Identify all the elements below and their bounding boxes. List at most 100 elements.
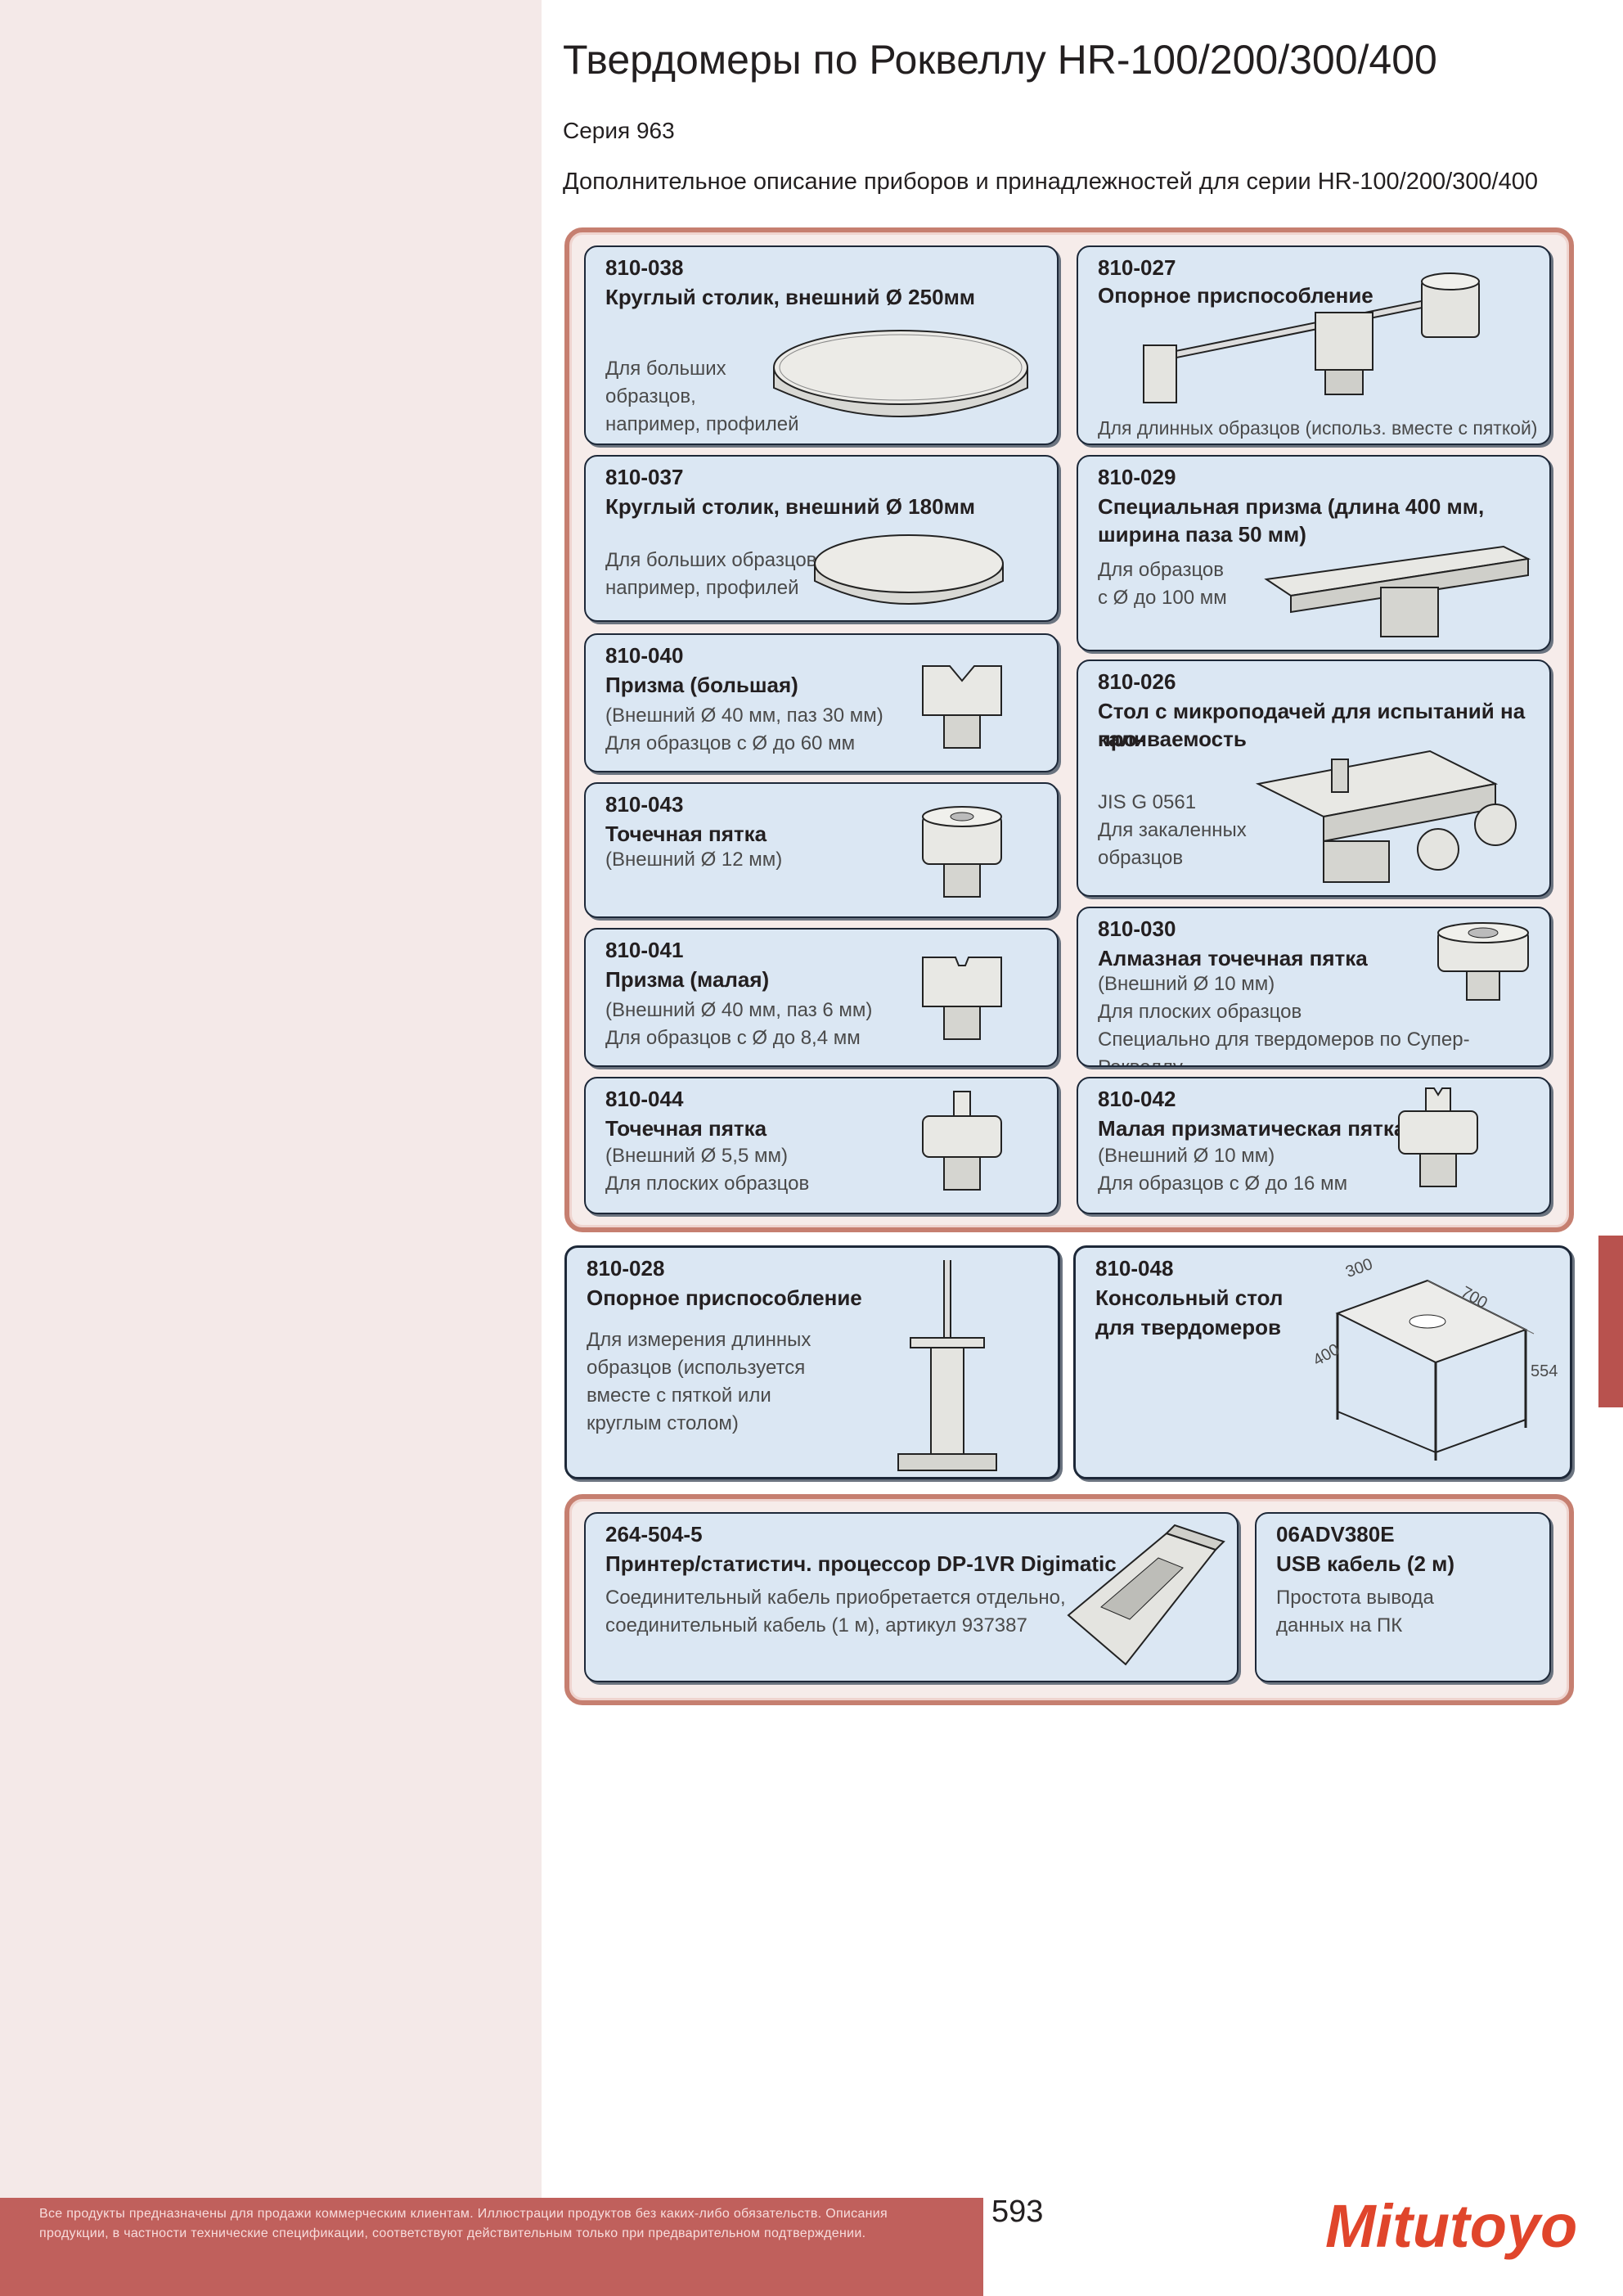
product-name: Опорное приспособление — [587, 1285, 862, 1310]
product-desc: например, профилей — [605, 577, 799, 599]
brand-text: Mitutoyo — [1325, 2192, 1577, 2260]
product-desc: Для образцов с Ø до 60 мм — [605, 732, 856, 754]
product-code: 810-043 — [605, 792, 684, 817]
support-fixture-icon — [1143, 272, 1480, 403]
product-desc: (Внешний Ø 5,5 мм) — [605, 1145, 788, 1167]
card-810-037: 810-037 Круглый столик, внешний Ø 180мм … — [584, 455, 1059, 622]
page-number: 593 — [991, 2195, 1044, 2229]
product-desc: Специально для твердомеров по Супер-Рокв… — [1098, 1029, 1470, 1065]
product-name: Точечная пятка — [605, 1116, 767, 1141]
product-name: Круглый столик, внешний Ø 250мм — [605, 285, 976, 309]
product-name: Алмазная точечная пятка — [1098, 946, 1368, 970]
product-desc: вместе с пяткой или — [587, 1384, 771, 1407]
product-name: ширина паза 50 мм) — [1098, 522, 1306, 547]
product-desc: Для закаленных — [1098, 819, 1247, 841]
product-name: Специальная призма (длина 400 мм, — [1098, 494, 1485, 519]
card-810-040: 810-040 Призма (большая) (Внешний Ø 40 м… — [584, 633, 1059, 772]
section-side-tab — [1598, 1236, 1623, 1407]
product-name: Опорное приспособление — [1098, 283, 1373, 308]
product-desc: круглым столом) — [587, 1412, 739, 1434]
round-table-180-icon — [814, 534, 1004, 605]
product-name: каливаемость — [1098, 727, 1247, 751]
product-code: 810-044 — [605, 1087, 684, 1111]
card-810-029: 810-029 Специальная призма (длина 400 мм… — [1077, 455, 1551, 651]
product-code: 810-029 — [1098, 465, 1176, 489]
card-810-048: 810-048 Консольный стол для твердомеров … — [1073, 1245, 1572, 1479]
product-desc: Для измерения длинных — [587, 1329, 812, 1351]
product-name: Точечная пятка — [605, 822, 767, 846]
prism-small-icon — [922, 957, 1002, 1040]
product-desc: Соединительный кабель приобретается отде… — [605, 1587, 1066, 1609]
product-desc: Простота вывода — [1276, 1587, 1434, 1609]
product-desc: Для плоских образцов — [605, 1173, 810, 1195]
product-desc: Для длинных образцов (использ. вместе с … — [1098, 417, 1538, 439]
product-code: 810-048 — [1095, 1256, 1174, 1281]
product-name: Малая призматическая пятка — [1098, 1116, 1406, 1141]
product-name: USB кабель (2 м) — [1276, 1551, 1455, 1576]
product-code: 810-030 — [1098, 916, 1176, 941]
product-desc: образцов — [1098, 847, 1184, 869]
product-name: Призма (большая) — [605, 673, 798, 697]
round-table-250-icon — [773, 330, 1028, 417]
product-name: Призма (малая) — [605, 967, 770, 992]
small-prism-anvil-icon — [1398, 1087, 1478, 1187]
card-810-030: 810-030 Алмазная точечная пятка (Внешний… — [1077, 907, 1551, 1067]
product-code: 810-042 — [1098, 1087, 1176, 1111]
product-desc: Для больших — [605, 358, 726, 380]
diamond-anvil-icon — [1437, 922, 1529, 1001]
product-desc: (Внешний Ø 40 мм, паз 30 мм) — [605, 705, 883, 727]
product-desc: Для больших образцов — [605, 549, 817, 571]
product-name: Стол с микроподачей для испытаний на про… — [1098, 699, 1526, 751]
card-264-504-5: 264-504-5 Принтер/статистич. процессор D… — [584, 1512, 1239, 1682]
console-table-icon — [1335, 1279, 1535, 1461]
footer-band — [0, 2198, 983, 2296]
product-code: 810-028 — [587, 1256, 665, 1281]
product-desc: (Внешний Ø 40 мм, паз 6 мм) — [605, 999, 873, 1021]
card-810-027: 810-027 Опорное приспособление Для длинн… — [1077, 245, 1551, 445]
product-name: Круглый столик, внешний Ø 180мм — [605, 494, 976, 519]
product-desc: Для образцов — [1098, 559, 1225, 581]
card-06adv380e: 06ADV380E USB кабель (2 м) Простота выво… — [1255, 1512, 1551, 1682]
product-name: Консольный стол — [1095, 1285, 1284, 1310]
product-code: 810-038 — [605, 255, 684, 280]
mitutoyo-logo: Mitutoyo — [1325, 2192, 1577, 2260]
product-code: 810-037 — [605, 465, 684, 489]
product-desc: JIS G 0561 — [1098, 791, 1197, 813]
product-desc: (Внешний Ø 10 мм) — [1098, 973, 1275, 995]
product-desc: Для плоских образцов — [1098, 1001, 1302, 1023]
card-810-026: 810-026 Стол с микроподачей для испытани… — [1077, 660, 1551, 897]
product-code: 810-041 — [605, 938, 684, 962]
product-code: 810-040 — [605, 643, 684, 668]
printer-processor-icon — [1067, 1524, 1225, 1666]
product-desc: (Внешний Ø 10 мм) — [1098, 1145, 1275, 1167]
product-desc: например, профилей — [605, 413, 799, 435]
product-desc: образцов, — [605, 385, 696, 407]
product-desc: образцов (используется — [587, 1357, 806, 1379]
product-code: 810-027 — [1098, 255, 1176, 280]
page-title: Твердомеры по Роквеллу HR-100/200/300/40… — [563, 37, 1437, 83]
product-name: Принтер/статистич. процессор DP-1VR Digi… — [605, 1551, 1117, 1576]
card-810-028: 810-028 Опорное приспособление Для измер… — [564, 1245, 1060, 1479]
support-stand-icon — [897, 1260, 997, 1471]
dimension-label: 554 — [1531, 1362, 1558, 1380]
product-desc: с Ø до 100 мм — [1098, 587, 1227, 609]
product-name: для твердомеров — [1095, 1315, 1281, 1339]
product-desc: соединительный кабель (1 м), артикул 937… — [605, 1614, 1027, 1636]
series-label: Серия 963 — [563, 118, 675, 143]
card-810-041: 810-041 Призма (малая) (Внешний Ø 40 мм,… — [584, 928, 1059, 1067]
special-prism-icon — [1264, 545, 1531, 637]
product-code: 810-026 — [1098, 669, 1176, 694]
point-anvil-12-icon — [922, 806, 1002, 898]
card-810-044: 810-044 Точечная пятка (Внешний Ø 5,5 мм… — [584, 1077, 1059, 1214]
card-810-038: 810-038 Круглый столик, внешний Ø 250мм … — [584, 245, 1059, 445]
product-code: 264-504-5 — [605, 1522, 703, 1546]
footer-disclaimer: Все продукты предназначены для продажи к… — [39, 2207, 888, 2240]
page-subtitle: Дополнительное описание приборов и прина… — [563, 169, 1538, 195]
micro-feed-table-icon — [1255, 750, 1517, 883]
product-desc: Для образцов с Ø до 16 мм — [1098, 1173, 1348, 1195]
product-desc: Для образцов с Ø до 8,4 мм — [605, 1027, 861, 1049]
card-810-043: 810-043 Точечная пятка (Внешний Ø 12 мм) — [584, 782, 1059, 918]
prism-large-icon — [922, 665, 1002, 749]
product-code: 06ADV380E — [1276, 1522, 1395, 1546]
card-810-042: 810-042 Малая призматическая пятка (Внеш… — [1077, 1077, 1551, 1214]
